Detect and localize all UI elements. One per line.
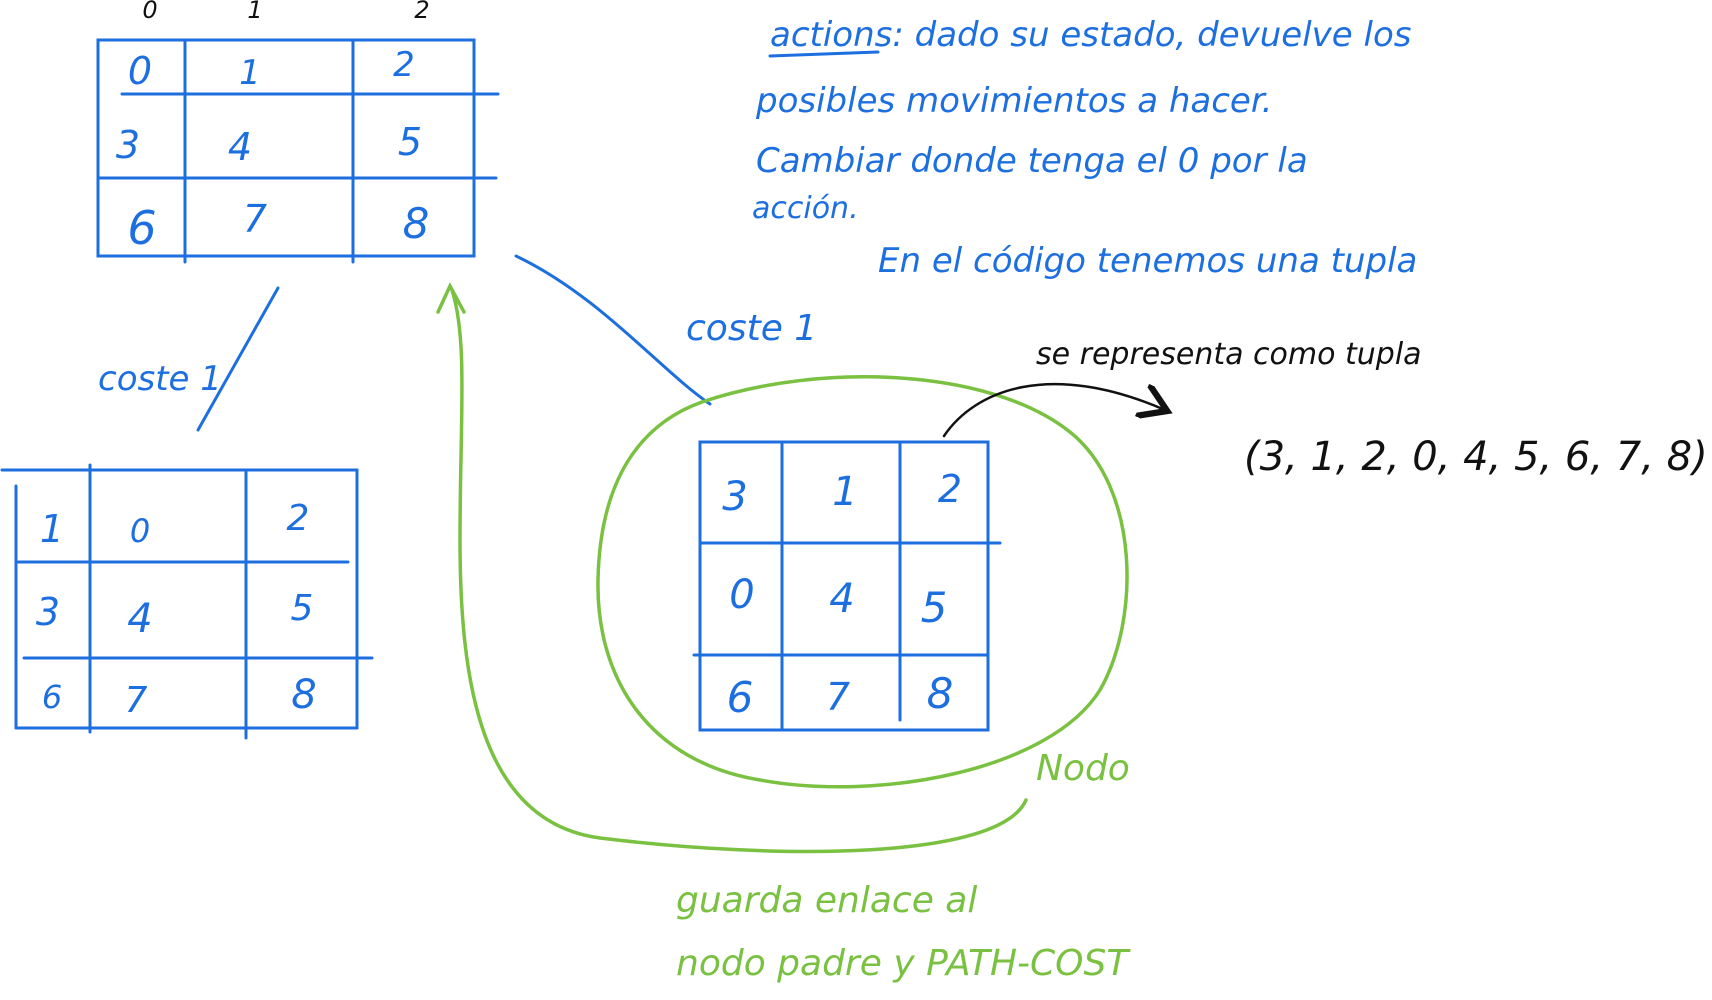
node-state-grid: 3 1 2 0 4 5 6 7 8 xyxy=(692,440,1002,732)
node-cell: 8 xyxy=(927,669,954,718)
node-cell: 2 xyxy=(938,467,962,511)
left-cell: 7 xyxy=(125,680,148,721)
left-cell: 4 xyxy=(127,596,152,642)
parent-note-line1: guarda enlace al xyxy=(676,880,977,921)
actions-line-1: actions: dado su estado, devuelve los xyxy=(770,15,1411,55)
top-cell: 1 xyxy=(239,53,261,93)
top-cell: 3 xyxy=(116,123,140,167)
left-cell: 2 xyxy=(287,498,310,539)
node-label: Nodo xyxy=(1036,748,1130,789)
top-state-grid: 0 1 2 0 1 2 3 4 5 6 7 8 xyxy=(96,0,500,264)
left-cost-label: coste 1 xyxy=(98,359,222,399)
right-transition-arrow xyxy=(514,254,712,406)
top-cell: 7 xyxy=(243,197,267,241)
actions-line-3: Cambiar donde tenga el 0 por la xyxy=(756,141,1308,181)
tuple-text: (3, 1, 2, 0, 4, 5, 6, 7, 8) xyxy=(1244,434,1708,480)
node-cell: 7 xyxy=(826,675,850,719)
left-cell: 6 xyxy=(42,678,62,716)
top-grid-border xyxy=(96,38,476,258)
parent-link-arrowhead xyxy=(436,282,466,314)
node-cell: 0 xyxy=(729,572,754,618)
node-cell: 6 xyxy=(727,673,754,722)
col-header-1: 1 xyxy=(247,0,262,24)
node-cell: 5 xyxy=(921,583,948,632)
left-cell: 8 xyxy=(291,672,316,718)
top-cell: 8 xyxy=(403,199,430,248)
left-cell: 0 xyxy=(130,512,150,550)
node-cell: 1 xyxy=(832,469,857,515)
top-cell: 5 xyxy=(398,120,422,164)
left-cell: 1 xyxy=(40,507,64,551)
actions-keyword: actions xyxy=(770,15,892,55)
parent-link-arrow xyxy=(450,288,1028,854)
top-cell: 0 xyxy=(128,49,152,93)
actions-line-1-rest: : dado su estado, devuelve los xyxy=(892,15,1411,55)
top-cell: 6 xyxy=(127,201,156,255)
actions-line-4: acción. xyxy=(752,191,859,226)
left-state-grid: 1 0 2 3 4 5 6 7 8 xyxy=(0,463,374,740)
node-cell: 4 xyxy=(829,576,854,622)
actions-note: actions: dado su estado, devuelve los po… xyxy=(752,15,1417,281)
code-note: En el código tenemos una tupla xyxy=(878,241,1417,281)
left-cell: 3 xyxy=(36,590,60,634)
represent-label: se representa como tupla xyxy=(1036,337,1422,372)
actions-line-2: posibles movimientos a hacer. xyxy=(755,81,1273,121)
left-cell: 5 xyxy=(291,588,314,629)
right-cost-label: coste 1 xyxy=(686,308,817,349)
col-header-0: 0 xyxy=(142,0,157,24)
parent-note-line2: nodo padre y PATH-COST xyxy=(676,943,1131,984)
node-cell: 3 xyxy=(722,474,747,520)
left-transition-stroke xyxy=(196,286,280,432)
tuple-arrow xyxy=(942,382,1165,438)
top-cell: 4 xyxy=(228,125,252,169)
col-header-2: 2 xyxy=(414,0,429,24)
actions-underline xyxy=(768,50,880,58)
node-grid-border xyxy=(698,440,990,732)
node-ellipse xyxy=(596,375,1129,789)
top-cell: 2 xyxy=(393,45,415,85)
